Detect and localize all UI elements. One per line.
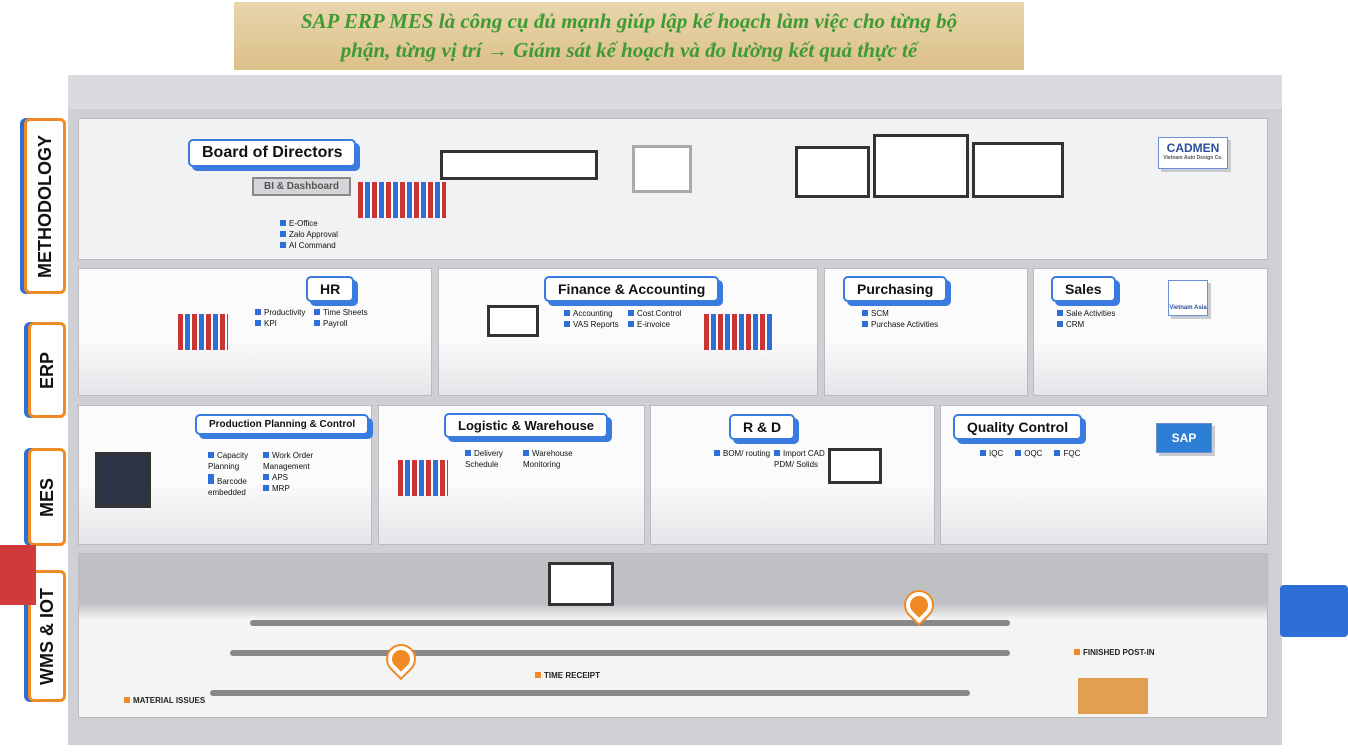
- material-issues-tag: MATERIAL ISSUES: [124, 696, 205, 705]
- list-item: SCM: [862, 308, 938, 319]
- truck-illustration: [1280, 585, 1348, 637]
- bookshelf-illustration: [358, 182, 446, 218]
- list-item: VAS Reports: [564, 319, 619, 330]
- tab-label: WMS & IOT: [36, 587, 57, 685]
- tab-label: METHODOLOGY: [34, 134, 55, 278]
- list-item: IQC: [980, 448, 1003, 459]
- dashboard-screens-illustration: [440, 150, 598, 180]
- ppc-title[interactable]: Production Planning & Control: [195, 414, 370, 435]
- logistic-feature-list: Warehouse Monitoring: [523, 448, 583, 470]
- list-item: Zalo Approval: [280, 229, 338, 240]
- purchasing-title[interactable]: Purchasing: [843, 276, 948, 302]
- tab-label: MES: [36, 477, 57, 517]
- chart-screen-illustration: [873, 134, 969, 198]
- conveyor-illustration: [250, 620, 1010, 626]
- list-item: Sale Activities: [1057, 308, 1115, 319]
- tab-erp[interactable]: ERP: [28, 322, 66, 418]
- logistic-feature-list: Delivery Schedule: [465, 448, 521, 470]
- list-item: OQC: [1015, 448, 1042, 459]
- list-item: KPI: [255, 318, 305, 329]
- bookshelf-illustration: [704, 314, 774, 350]
- hr-title[interactable]: HR: [306, 276, 355, 302]
- quality-control-title[interactable]: Quality Control: [953, 414, 1083, 440]
- list-item: FQC: [1054, 448, 1080, 459]
- logo-subtext: Vietnam Auto Design Co.: [1163, 155, 1223, 161]
- rd-title[interactable]: R & D: [729, 414, 796, 440]
- conveyor-illustration: [230, 650, 1010, 656]
- headline-line-2: phận, từng vị trí → Giám sát kế hoạch và…: [340, 38, 918, 62]
- list-item: Time Sheets: [314, 307, 368, 318]
- chart-screen-illustration: [487, 305, 539, 337]
- headline-line-1: SAP ERP MES là công cụ đủ mạnh giúp lập …: [300, 9, 958, 33]
- list-item: Payroll: [314, 318, 368, 329]
- list-item: Barcode embedded: [208, 476, 264, 498]
- list-item: Import CAD PDM/ Solids: [774, 448, 830, 470]
- list-item: E-Office: [280, 218, 338, 229]
- finance-accounting-title[interactable]: Finance & Accounting: [544, 276, 720, 302]
- room-hr: [78, 268, 432, 396]
- whiteboard-illustration: [632, 145, 692, 193]
- list-item: Productivity: [255, 307, 305, 318]
- boxes-illustration: [1078, 678, 1148, 714]
- bookshelf-illustration: [178, 314, 228, 350]
- tab-mes[interactable]: MES: [28, 448, 66, 546]
- list-item: E-invoice: [628, 319, 681, 330]
- list-item: Delivery Schedule: [465, 448, 521, 470]
- sales-title[interactable]: Sales: [1051, 276, 1116, 302]
- rd-feature-list: BOM/ routing: [714, 448, 770, 459]
- cad-screen-illustration: [828, 448, 882, 484]
- list-item: BOM/ routing: [714, 448, 770, 459]
- factory-dashboard-screen: [548, 562, 614, 606]
- logistic-warehouse-title[interactable]: Logistic & Warehouse: [444, 413, 609, 438]
- finished-post-in-tag: FINISHED POST-IN: [1074, 648, 1155, 657]
- headline-banner: SAP ERP MES là công cụ đủ mạnh giúp lập …: [234, 2, 1024, 70]
- vietnam-asia-logo: Vietnam Asia: [1168, 280, 1208, 316]
- chart-screen-illustration: [795, 146, 870, 198]
- logo-text: CADMEN: [1166, 141, 1220, 155]
- bookshelf-illustration: [398, 460, 448, 496]
- chart-screen-illustration: [972, 142, 1064, 198]
- board-feature-list: E-Office Zalo Approval AI Command: [280, 218, 338, 251]
- list-item: MRP: [263, 483, 323, 494]
- list-item: AI Command: [280, 240, 338, 251]
- time-receipt-tag: TIME RECEIPT: [535, 671, 600, 680]
- list-item: CRM: [1057, 319, 1115, 330]
- list-item: Warehouse Monitoring: [523, 448, 583, 470]
- board-of-directors-title[interactable]: Board of Directors: [188, 139, 357, 167]
- warehouse-illustration: [0, 545, 36, 605]
- qc-feature-list: IQC OQC FQC: [980, 448, 1080, 459]
- monitor-illustration: [95, 452, 151, 508]
- list-item: Accounting: [564, 308, 619, 319]
- bi-dashboard-label[interactable]: BI & Dashboard: [252, 177, 352, 196]
- list-item: Purchase Activities: [862, 319, 938, 330]
- list-item: Work Order Management: [263, 450, 323, 472]
- sap-logo: SAP: [1156, 423, 1212, 453]
- tab-methodology[interactable]: METHODOLOGY: [24, 118, 66, 294]
- list-item: APS: [263, 472, 323, 483]
- list-item: Cost Control: [628, 308, 681, 319]
- conveyor-illustration: [210, 690, 970, 696]
- tab-label: ERP: [36, 351, 57, 389]
- rd-feature-list: Import CAD PDM/ Solids: [774, 448, 830, 470]
- list-item: Capacity Planning: [208, 450, 264, 472]
